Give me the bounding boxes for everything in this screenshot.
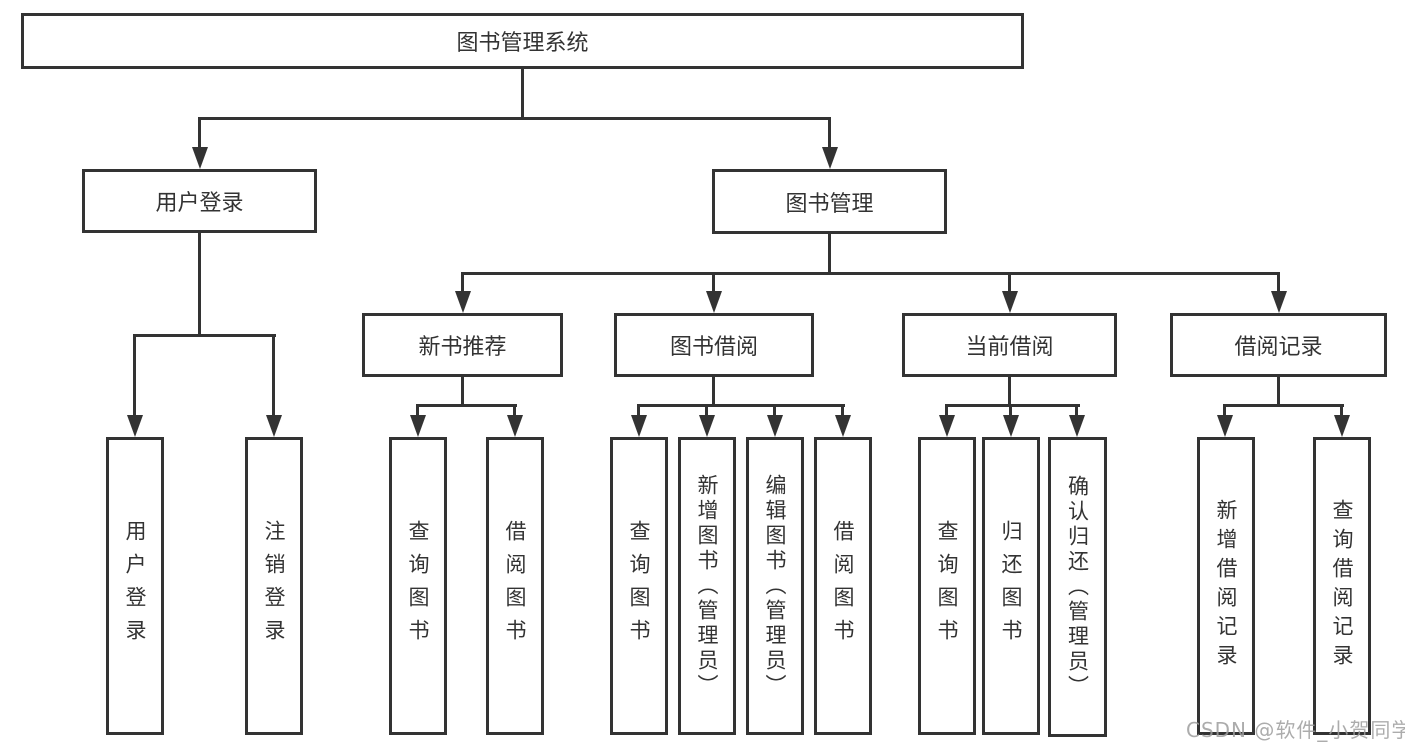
arrow-down-icon — [767, 415, 783, 437]
connector-drop-borrow-records — [1277, 272, 1280, 293]
arrow-down-icon — [507, 415, 523, 437]
connector-book-management-branch — [461, 272, 1280, 275]
connector-drop-book-borrow — [712, 272, 715, 293]
leaf-br-add-record: 新增借阅记录 — [1197, 437, 1255, 735]
leaf-logout: 注销登录 — [245, 437, 303, 735]
arrow-down-icon — [699, 415, 715, 437]
connector-root-branch — [198, 117, 831, 120]
connector-drop-bb-borrow — [841, 404, 844, 417]
connector-new-book-stem — [461, 377, 464, 407]
connector-user-login-branch — [133, 334, 276, 337]
arrow-down-icon — [1003, 415, 1019, 437]
arrow-down-icon — [939, 415, 955, 437]
connector-drop-book-management — [828, 117, 831, 150]
arrow-down-icon — [266, 415, 282, 437]
connector-borrow-records-stem — [1277, 377, 1280, 407]
csdn-watermark: CSDN @软件_小贺同学 — [1186, 718, 1405, 742]
arrow-down-icon — [455, 291, 471, 313]
connector-drop-br-add — [1223, 404, 1226, 417]
connector-current-borrow-branch — [945, 404, 1080, 407]
connector-drop-user-login — [198, 117, 201, 150]
leaf-bb-add-books-admin: 新增图书（管理员） — [678, 437, 736, 735]
connector-drop-new-book-recommend — [461, 272, 464, 293]
node-library-management-system: 图书管理系统 — [21, 13, 1024, 69]
connector-drop-current-borrow — [1008, 272, 1011, 293]
arrow-down-icon — [631, 415, 647, 437]
leaf-br-query-record: 查询借阅记录 — [1313, 437, 1371, 735]
connector-drop-bb-query — [637, 404, 640, 417]
connector-drop-nb-query — [416, 404, 419, 417]
arrow-down-icon — [1069, 415, 1085, 437]
connector-drop-bb-add — [705, 404, 708, 417]
arrow-down-icon — [1217, 415, 1233, 437]
node-current-borrow: 当前借阅 — [902, 313, 1117, 377]
connector-drop-cb-query — [945, 404, 948, 417]
arrow-down-icon — [127, 415, 143, 437]
arrow-down-icon — [410, 415, 426, 437]
connector-drop-nb-borrow — [513, 404, 516, 417]
arrow-down-icon — [192, 147, 208, 169]
leaf-bb-query-books: 查询图书 — [610, 437, 668, 735]
connector-drop-br-query — [1340, 404, 1343, 417]
connector-drop-bb-edit — [773, 404, 776, 417]
connector-borrow-records-branch — [1223, 404, 1344, 407]
leaf-user-login: 用户登录 — [106, 437, 164, 735]
connector-drop-cb-return — [1009, 404, 1012, 417]
arrow-down-icon — [835, 415, 851, 437]
connector-user-login-stem — [198, 233, 201, 336]
connector-book-borrow-stem — [712, 377, 715, 407]
node-book-management: 图书管理 — [712, 169, 947, 234]
arrow-down-icon — [1334, 415, 1350, 437]
connector-book-management-stem — [828, 234, 831, 275]
connector-drop-leaf-user-login — [133, 334, 136, 417]
node-new-book-recommend: 新书推荐 — [362, 313, 563, 377]
arrow-down-icon — [1002, 291, 1018, 313]
node-user-login: 用户登录 — [82, 169, 317, 233]
connector-current-borrow-stem — [1008, 377, 1011, 407]
connector-drop-leaf-logout — [272, 334, 275, 417]
leaf-nb-borrow-books: 借阅图书 — [486, 437, 544, 735]
arrow-down-icon — [706, 291, 722, 313]
node-borrow-records: 借阅记录 — [1170, 313, 1387, 377]
connector-new-book-branch — [416, 404, 517, 407]
node-book-borrow: 图书借阅 — [614, 313, 814, 377]
leaf-cb-confirm-return-admin: 确认归还（管理员） — [1048, 437, 1107, 737]
arrow-down-icon — [822, 147, 838, 169]
connector-drop-cb-confirm — [1075, 404, 1078, 417]
leaf-bb-borrow-books: 借阅图书 — [814, 437, 872, 735]
leaf-bb-edit-books-admin: 编辑图书（管理员） — [746, 437, 804, 735]
leaf-cb-return-books: 归还图书 — [982, 437, 1040, 735]
leaf-cb-query-books: 查询图书 — [918, 437, 976, 735]
connector-book-borrow-branch — [637, 404, 845, 407]
leaf-nb-query-books: 查询图书 — [389, 437, 447, 735]
connector-root-stem — [521, 68, 524, 119]
arrow-down-icon — [1271, 291, 1287, 313]
